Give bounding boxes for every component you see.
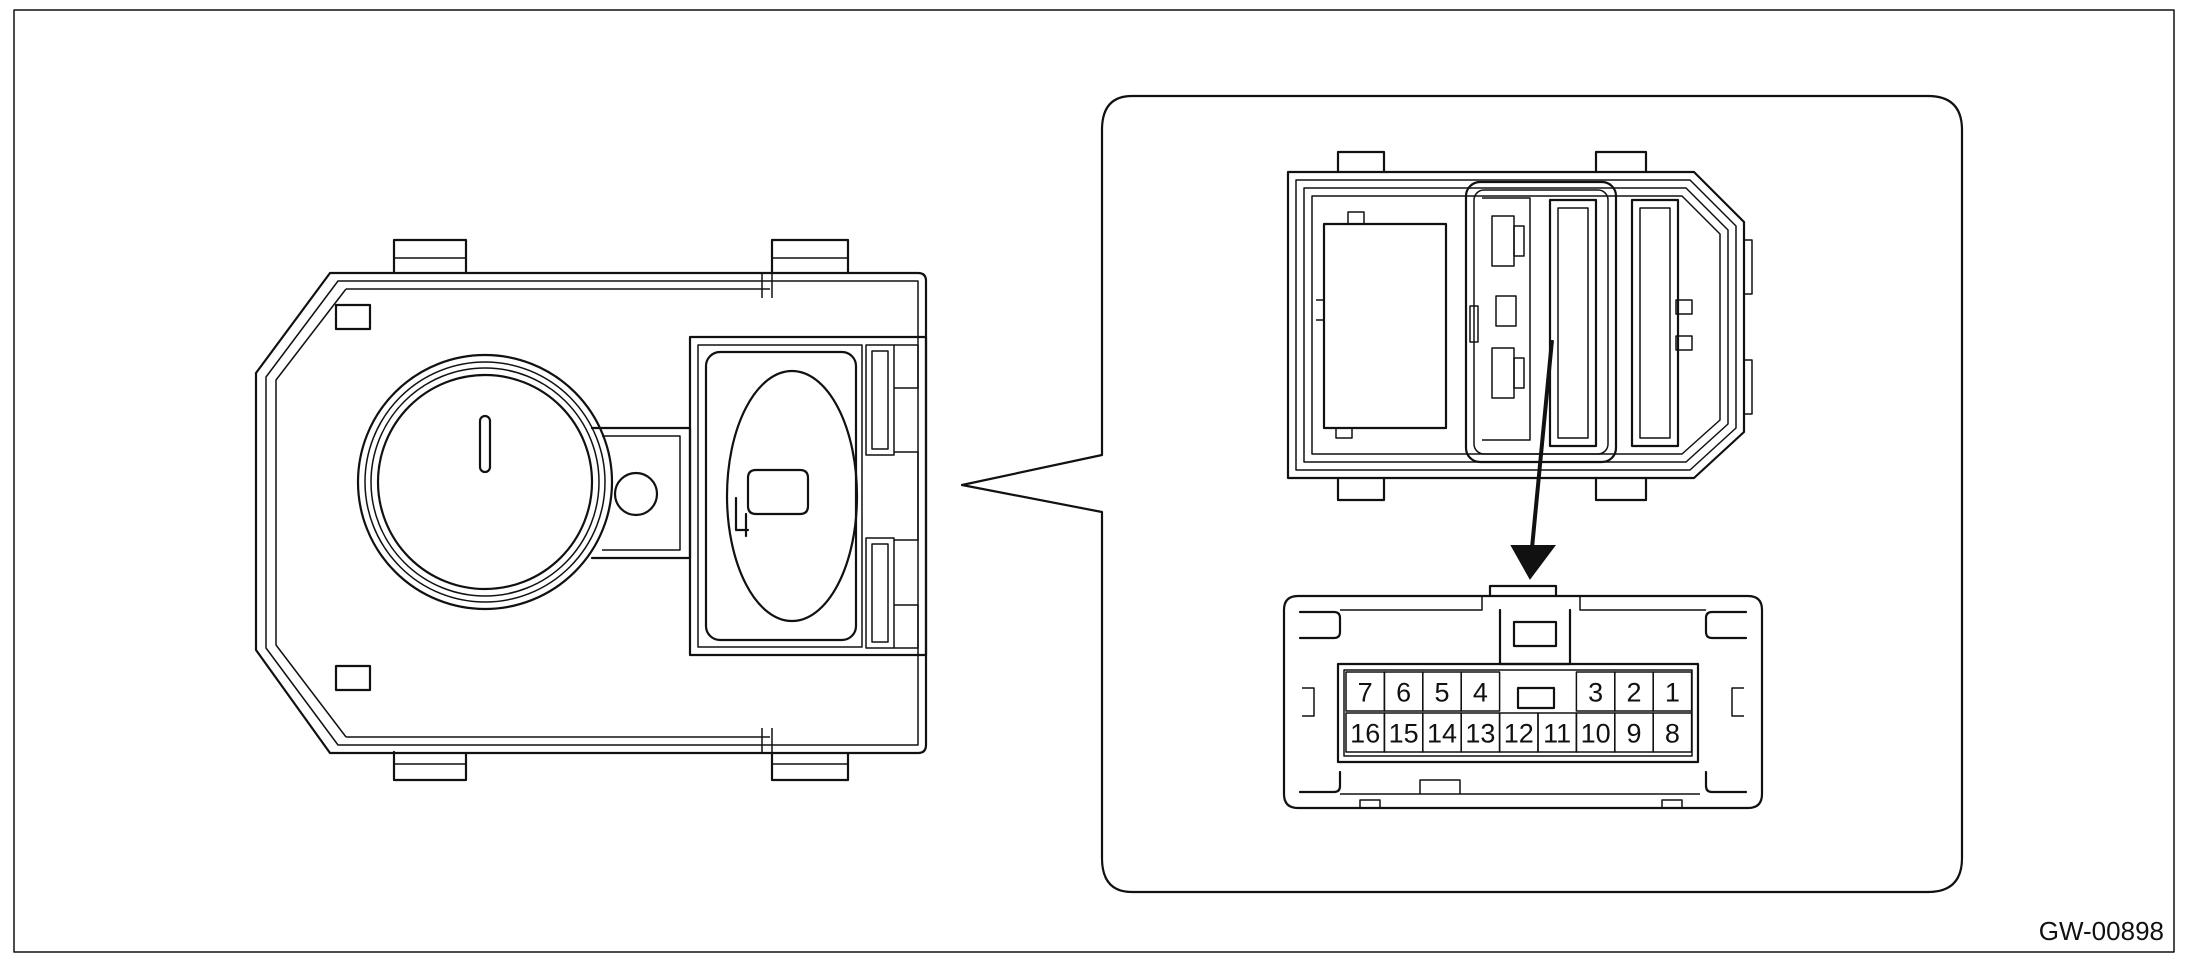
fold-switch-panel [688,335,928,657]
pin-label: 8 [1665,719,1680,749]
pin-cell [1652,712,1693,753]
top-tab-right [770,238,850,275]
pin-cell [1460,671,1501,712]
pin-label: 4 [1473,678,1488,708]
mirror-knob [356,353,614,611]
pin-label: 7 [1358,678,1373,708]
callout-bubble [960,94,1964,894]
pin-label: 5 [1434,678,1449,708]
pin-label: 3 [1588,678,1603,708]
pivot-circle [613,471,659,517]
pin-label: 10 [1581,719,1611,749]
pin-label: 15 [1389,719,1419,749]
pin-label: 11 [1543,719,1571,749]
figure-code: GW-00898 [2039,916,2164,946]
pin-label: 14 [1427,719,1457,749]
connector-key [1516,686,1556,710]
pin-label: 2 [1626,678,1641,708]
pin-label: 1 [1665,678,1680,708]
pin-label: 6 [1396,678,1411,708]
mount-hole-top [334,303,372,331]
fold-button [725,369,859,623]
mirror-fold-icon [746,468,810,516]
mount-hole-bottom [334,664,372,692]
pin-cell [1652,671,1693,712]
pin-label: 9 [1626,719,1641,749]
bottom-tab-right [770,751,850,782]
switch-rear-view [1286,150,1753,502]
figure-frame [13,9,2175,953]
pin-label: 13 [1465,719,1495,749]
pin-label: 16 [1350,719,1380,749]
pin-label: 12 [1504,719,1534,749]
top-tab-left [392,238,468,275]
view-direction-arrow [1510,339,1556,580]
switch-body [254,238,928,782]
bottom-tab-left [392,750,468,782]
knob-indicator-mark [478,414,492,474]
